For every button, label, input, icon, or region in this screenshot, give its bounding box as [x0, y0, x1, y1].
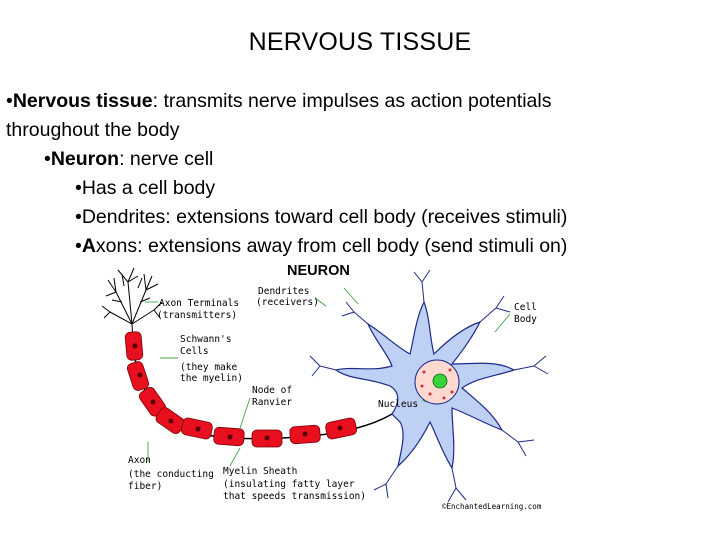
label-schwanns-cells: Schwann's [180, 334, 232, 345]
bullet-text: Has a cell body [81, 177, 216, 199]
label-cell-body-1: Cell [514, 302, 537, 313]
bullet-text: throughout the body [6, 119, 180, 141]
label-axon-terminals-note: (transmitters) [157, 310, 238, 321]
label-pointers [145, 287, 511, 467]
schwann-nuclei [132, 343, 343, 441]
myelin-sheath-segments [124, 331, 358, 448]
bullet-text: Dendrites: extensions toward cell body (… [81, 206, 568, 228]
axon-terminals-drawing [101, 267, 163, 343]
bullet-symbol: • [75, 177, 82, 199]
bullet-term: A [81, 235, 96, 257]
bullet-symbol: • [75, 206, 82, 228]
label-axon-note-1: (the conducting [128, 469, 214, 480]
neuron-diagram: NEURON Dendrites (receivers) Axon Termin… [100, 262, 560, 532]
label-axon-terminals: Axon Terminals [159, 298, 240, 309]
bullet-continuation: throughout the body [6, 118, 179, 142]
bullet-item: •Has a cell body [75, 176, 215, 200]
dendrite-branches [309, 269, 549, 503]
label-dendrites: Dendrites [258, 286, 310, 297]
label-myelin-note-1: (insulating fatty layer [223, 479, 355, 490]
diagram-title: NEURON [287, 263, 350, 279]
bullet-text: : nerve cell [119, 148, 214, 170]
bullet-text: : transmits nerve impulses as action pot… [152, 90, 552, 112]
bullet-symbol: • [6, 90, 13, 112]
nucleolus-drawing [432, 373, 448, 389]
label-axon: Axon [128, 455, 151, 466]
bullet-symbol: • [75, 235, 82, 257]
bullet-item: •Neuron: nerve cell [44, 147, 213, 171]
label-nucleus: Nucleus [378, 399, 419, 410]
bullet-term: Nervous tissue [12, 90, 153, 112]
neuron-illustration [101, 267, 549, 503]
bullet-item: •Nervous tissue: transmits nerve impulse… [6, 89, 552, 113]
label-axon-note-2: fiber) [128, 481, 163, 492]
label-myelin-note-2: that speeds transmission) [223, 491, 366, 502]
nucleus-speckles [420, 368, 454, 400]
label-schwanns-note-1: (they make [180, 362, 238, 373]
label-node-of-ranvier-2: Ranvier [252, 397, 293, 408]
bullet-item: •Axons: extensions away from cell body (… [75, 234, 567, 258]
copyright-credit: ©EnchantedLearning.com [442, 502, 542, 511]
bullet-term: Neuron [50, 148, 120, 170]
label-cell-body-2: Body [514, 314, 537, 325]
page-title: NERVOUS TISSUE [248, 28, 472, 56]
bullet-text: xons: extensions away from cell body (se… [95, 235, 568, 257]
label-schwanns-note-2: the myelin) [180, 373, 243, 384]
bullet-symbol: • [44, 148, 51, 170]
label-schwanns-cells-2: Cells [180, 346, 209, 357]
label-myelin-sheath: Myelin Sheath [223, 466, 298, 477]
bullet-item: •Dendrites: extensions toward cell body … [75, 205, 567, 229]
label-node-of-ranvier-1: Node of [252, 385, 293, 396]
label-dendrites-note: (receivers) [256, 297, 319, 308]
